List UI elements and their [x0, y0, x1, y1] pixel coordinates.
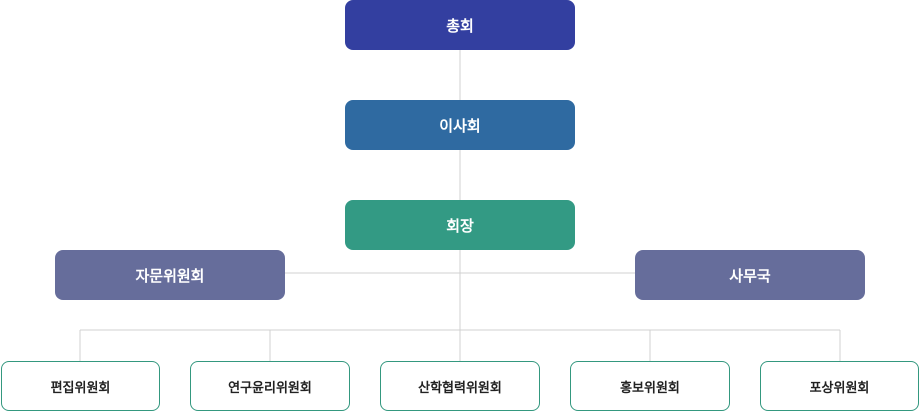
node-general-assembly: 총회: [345, 0, 575, 50]
node-industry-academia-committee: 산학협력위원회: [380, 361, 540, 411]
node-board: 이사회: [345, 100, 575, 150]
node-editorial-committee: 편집위원회: [1, 361, 160, 411]
node-advisory-committee: 자문위원회: [55, 250, 285, 300]
node-research-ethics-committee: 연구윤리위원회: [190, 361, 350, 411]
node-awards-committee: 포상위원회: [760, 361, 919, 411]
node-pr-committee: 홍보위원회: [570, 361, 730, 411]
node-secretariat: 사무국: [635, 250, 865, 300]
node-president: 회장: [345, 200, 575, 250]
